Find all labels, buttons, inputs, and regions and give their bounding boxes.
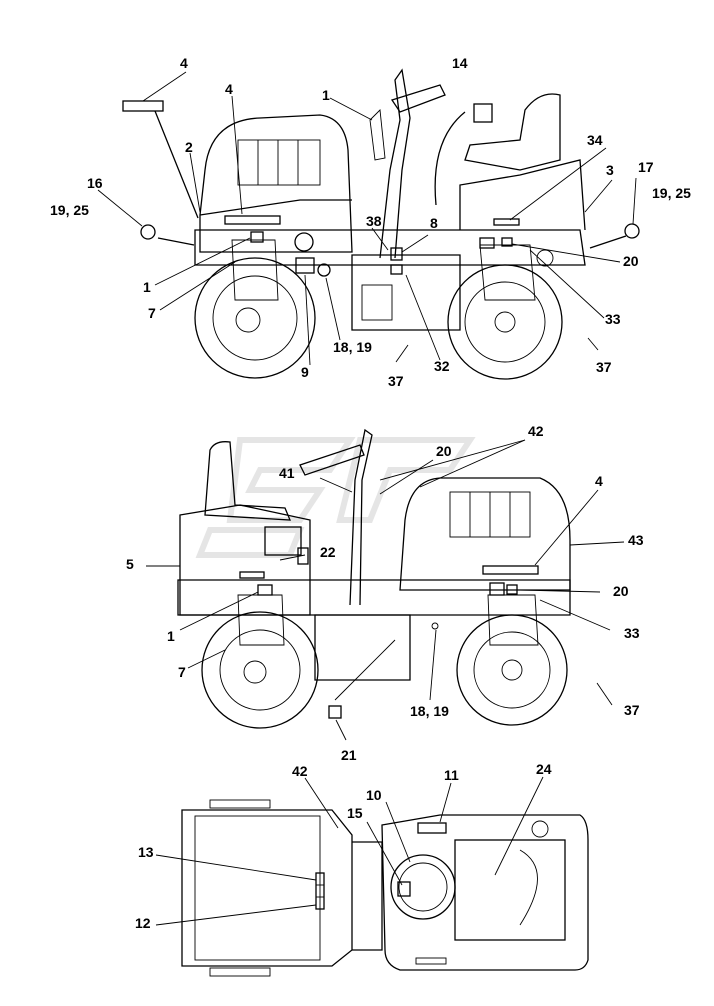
callout-22: 22 [320, 544, 336, 560]
callout-19-25-right: 19, 25 [652, 185, 691, 201]
callout-19-25-left: 19, 25 [50, 202, 89, 218]
callout-38: 38 [366, 213, 382, 229]
callout-2: 2 [185, 139, 193, 155]
decal-4-floating [122, 100, 164, 112]
callout-42-top: 42 [292, 763, 308, 779]
callout-3: 3 [606, 162, 614, 178]
hood-2 [399, 477, 571, 591]
callout-37-left: 37 [388, 373, 404, 389]
steering-column-2 [349, 428, 373, 606]
side-view-right-callouts: 42 20 41 4 43 22 5 20 33 1 7 18, 19 37 2… [126, 423, 644, 763]
callout-32: 32 [434, 358, 450, 374]
callout-20-lower: 20 [613, 583, 629, 599]
side-view-left [97, 68, 640, 380]
callout-8: 8 [430, 215, 438, 231]
rear-drum-2 [456, 614, 568, 726]
top-view-callouts: 42 11 24 10 15 13 12 [135, 761, 552, 931]
rear-body-2 [179, 504, 311, 616]
callout-1-top: 1 [322, 87, 330, 103]
steering-wheel-top [390, 854, 456, 920]
callout-7: 7 [148, 305, 156, 321]
callout-1-mid: 1 [167, 628, 175, 644]
callout-24: 24 [536, 761, 552, 777]
hood-vents [237, 139, 321, 186]
callout-18-19: 18, 19 [333, 339, 372, 355]
chassis-2 [177, 579, 571, 616]
fuel-cap [531, 820, 549, 838]
callout-33: 33 [605, 311, 621, 327]
callout-17: 17 [638, 159, 654, 175]
steering-column [379, 68, 411, 259]
steering-wheel [390, 84, 446, 113]
decal-16 [140, 224, 156, 240]
seat [464, 93, 561, 171]
rear-drum [447, 264, 563, 380]
callout-1-left: 1 [143, 279, 151, 295]
decal-4-hood [224, 215, 281, 225]
callout-34: 34 [587, 132, 603, 148]
rear-body [459, 159, 586, 231]
callout-13: 13 [138, 844, 154, 860]
callout-37-right: 37 [596, 359, 612, 375]
decal-14 [473, 103, 493, 123]
callout-14: 14 [452, 55, 468, 71]
steering-wheel-2 [299, 444, 365, 476]
engine-deck [199, 199, 352, 216]
decal-4-2 [482, 565, 539, 575]
decal-21 [328, 705, 342, 719]
platform-2 [314, 614, 411, 681]
decal-34 [493, 218, 520, 226]
decal-17 [624, 223, 640, 239]
top-view [155, 776, 589, 977]
callout-4-floating: 4 [180, 55, 188, 71]
callout-20: 20 [623, 253, 639, 269]
chassis [194, 229, 586, 266]
callout-33-mid: 33 [624, 625, 640, 641]
callout-43: 43 [628, 532, 644, 548]
decal-9 [295, 257, 315, 274]
callout-4-mid: 4 [595, 473, 603, 489]
decal-11 [417, 822, 447, 834]
callout-5: 5 [126, 556, 134, 572]
callout-42-mid: 42 [528, 423, 544, 439]
callout-37-mid: 37 [624, 702, 640, 718]
machine-hood [199, 114, 353, 253]
side-view-right [146, 428, 625, 741]
decal-8 [390, 247, 403, 261]
callout-21: 21 [341, 747, 357, 763]
rear-body-top [381, 814, 589, 971]
decal-18-19 [317, 263, 331, 277]
callout-4-hood: 4 [225, 81, 233, 97]
front-drum-top [181, 809, 353, 967]
decal-12-13 [315, 872, 325, 910]
seat-top [454, 839, 566, 941]
decal-15 [397, 881, 411, 897]
callout-18-19-mid: 18, 19 [410, 703, 449, 719]
front-drum [194, 257, 316, 379]
callout-16: 16 [87, 175, 103, 191]
callout-9: 9 [301, 364, 309, 380]
callout-15: 15 [347, 805, 363, 821]
front-drum-2 [201, 611, 319, 729]
watermark-logo [195, 437, 476, 558]
callout-7-mid: 7 [178, 664, 186, 680]
side-view-left-callouts: 4 4 1 14 2 34 3 16 17 19, 25 19, 25 38 8… [50, 55, 691, 389]
operator-platform [351, 254, 461, 331]
seat-2 [204, 441, 291, 521]
callout-10: 10 [366, 787, 382, 803]
callout-11: 11 [444, 767, 459, 783]
callout-41: 41 [279, 465, 295, 481]
callout-20-upper: 20 [436, 443, 452, 459]
articulation-joint [352, 841, 383, 951]
callout-12: 12 [135, 915, 151, 931]
